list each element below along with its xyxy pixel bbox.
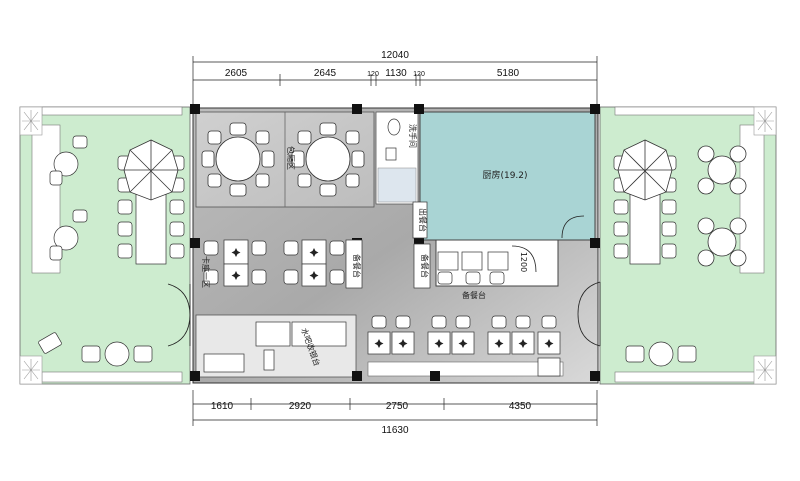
- bar-counter: [203, 321, 347, 373]
- kitchen-room: [419, 111, 596, 241]
- dim-inner-1200: 1200: [519, 252, 528, 272]
- dim-bottom-1: 1610: [211, 401, 234, 412]
- service-label-1: 备餐台: [352, 254, 362, 278]
- dim-top-1: 2605: [225, 68, 248, 79]
- dim-bottom-3: 2750: [386, 401, 409, 412]
- kitchen-label: 厨房(19.2): [482, 169, 527, 181]
- flower-table-icon: [697, 145, 747, 267]
- toilet-icon: [385, 118, 401, 161]
- private-room-tables: [201, 122, 365, 197]
- umbrella-icon: [617, 139, 673, 201]
- booth-label: 卡座一区: [201, 256, 211, 288]
- left-terrace-bottom-strip: [41, 371, 183, 383]
- dim-top-6: 5180: [497, 68, 520, 79]
- right-terrace-strip: [614, 106, 756, 116]
- left-terrace-strip: [41, 106, 183, 116]
- kitchen-side-tables: [437, 251, 509, 285]
- left-door-icon: [167, 283, 191, 347]
- dim-top-5: 120: [413, 71, 425, 78]
- right-door-icon: [577, 281, 601, 347]
- restroom-label: 洗手间: [408, 124, 418, 148]
- pickup-label: 出餐台: [418, 208, 428, 232]
- dim-bottom-total: 11630: [381, 425, 409, 436]
- service-label-2: 备餐台: [420, 254, 430, 278]
- umbrella-icon: [123, 139, 179, 201]
- dimension-lines: [192, 56, 598, 426]
- dim-top-total: 12040: [381, 50, 409, 61]
- dim-top-2: 2645: [314, 68, 337, 79]
- service-counter-2: [413, 243, 431, 289]
- dim-top-3: 120: [367, 71, 379, 78]
- service-counter-1: [345, 239, 363, 289]
- booth-tables: [203, 239, 345, 287]
- sparkle-icon: [374, 339, 554, 348]
- right-terrace-bottom-strip: [614, 371, 756, 383]
- dim-bottom-4: 4350: [509, 401, 532, 412]
- pickup-counter: [412, 201, 428, 239]
- right-terrace-step: [739, 124, 765, 274]
- service-label-3: 备餐台: [462, 290, 486, 300]
- kitchen-door-icon: [511, 215, 585, 273]
- sparkle-icon: [231, 248, 319, 280]
- dim-bottom-2: 2920: [289, 401, 312, 412]
- plant-icon: [19, 106, 777, 385]
- private-room-label: 包厢区: [286, 146, 296, 170]
- dim-top-4: 1130: [385, 68, 407, 79]
